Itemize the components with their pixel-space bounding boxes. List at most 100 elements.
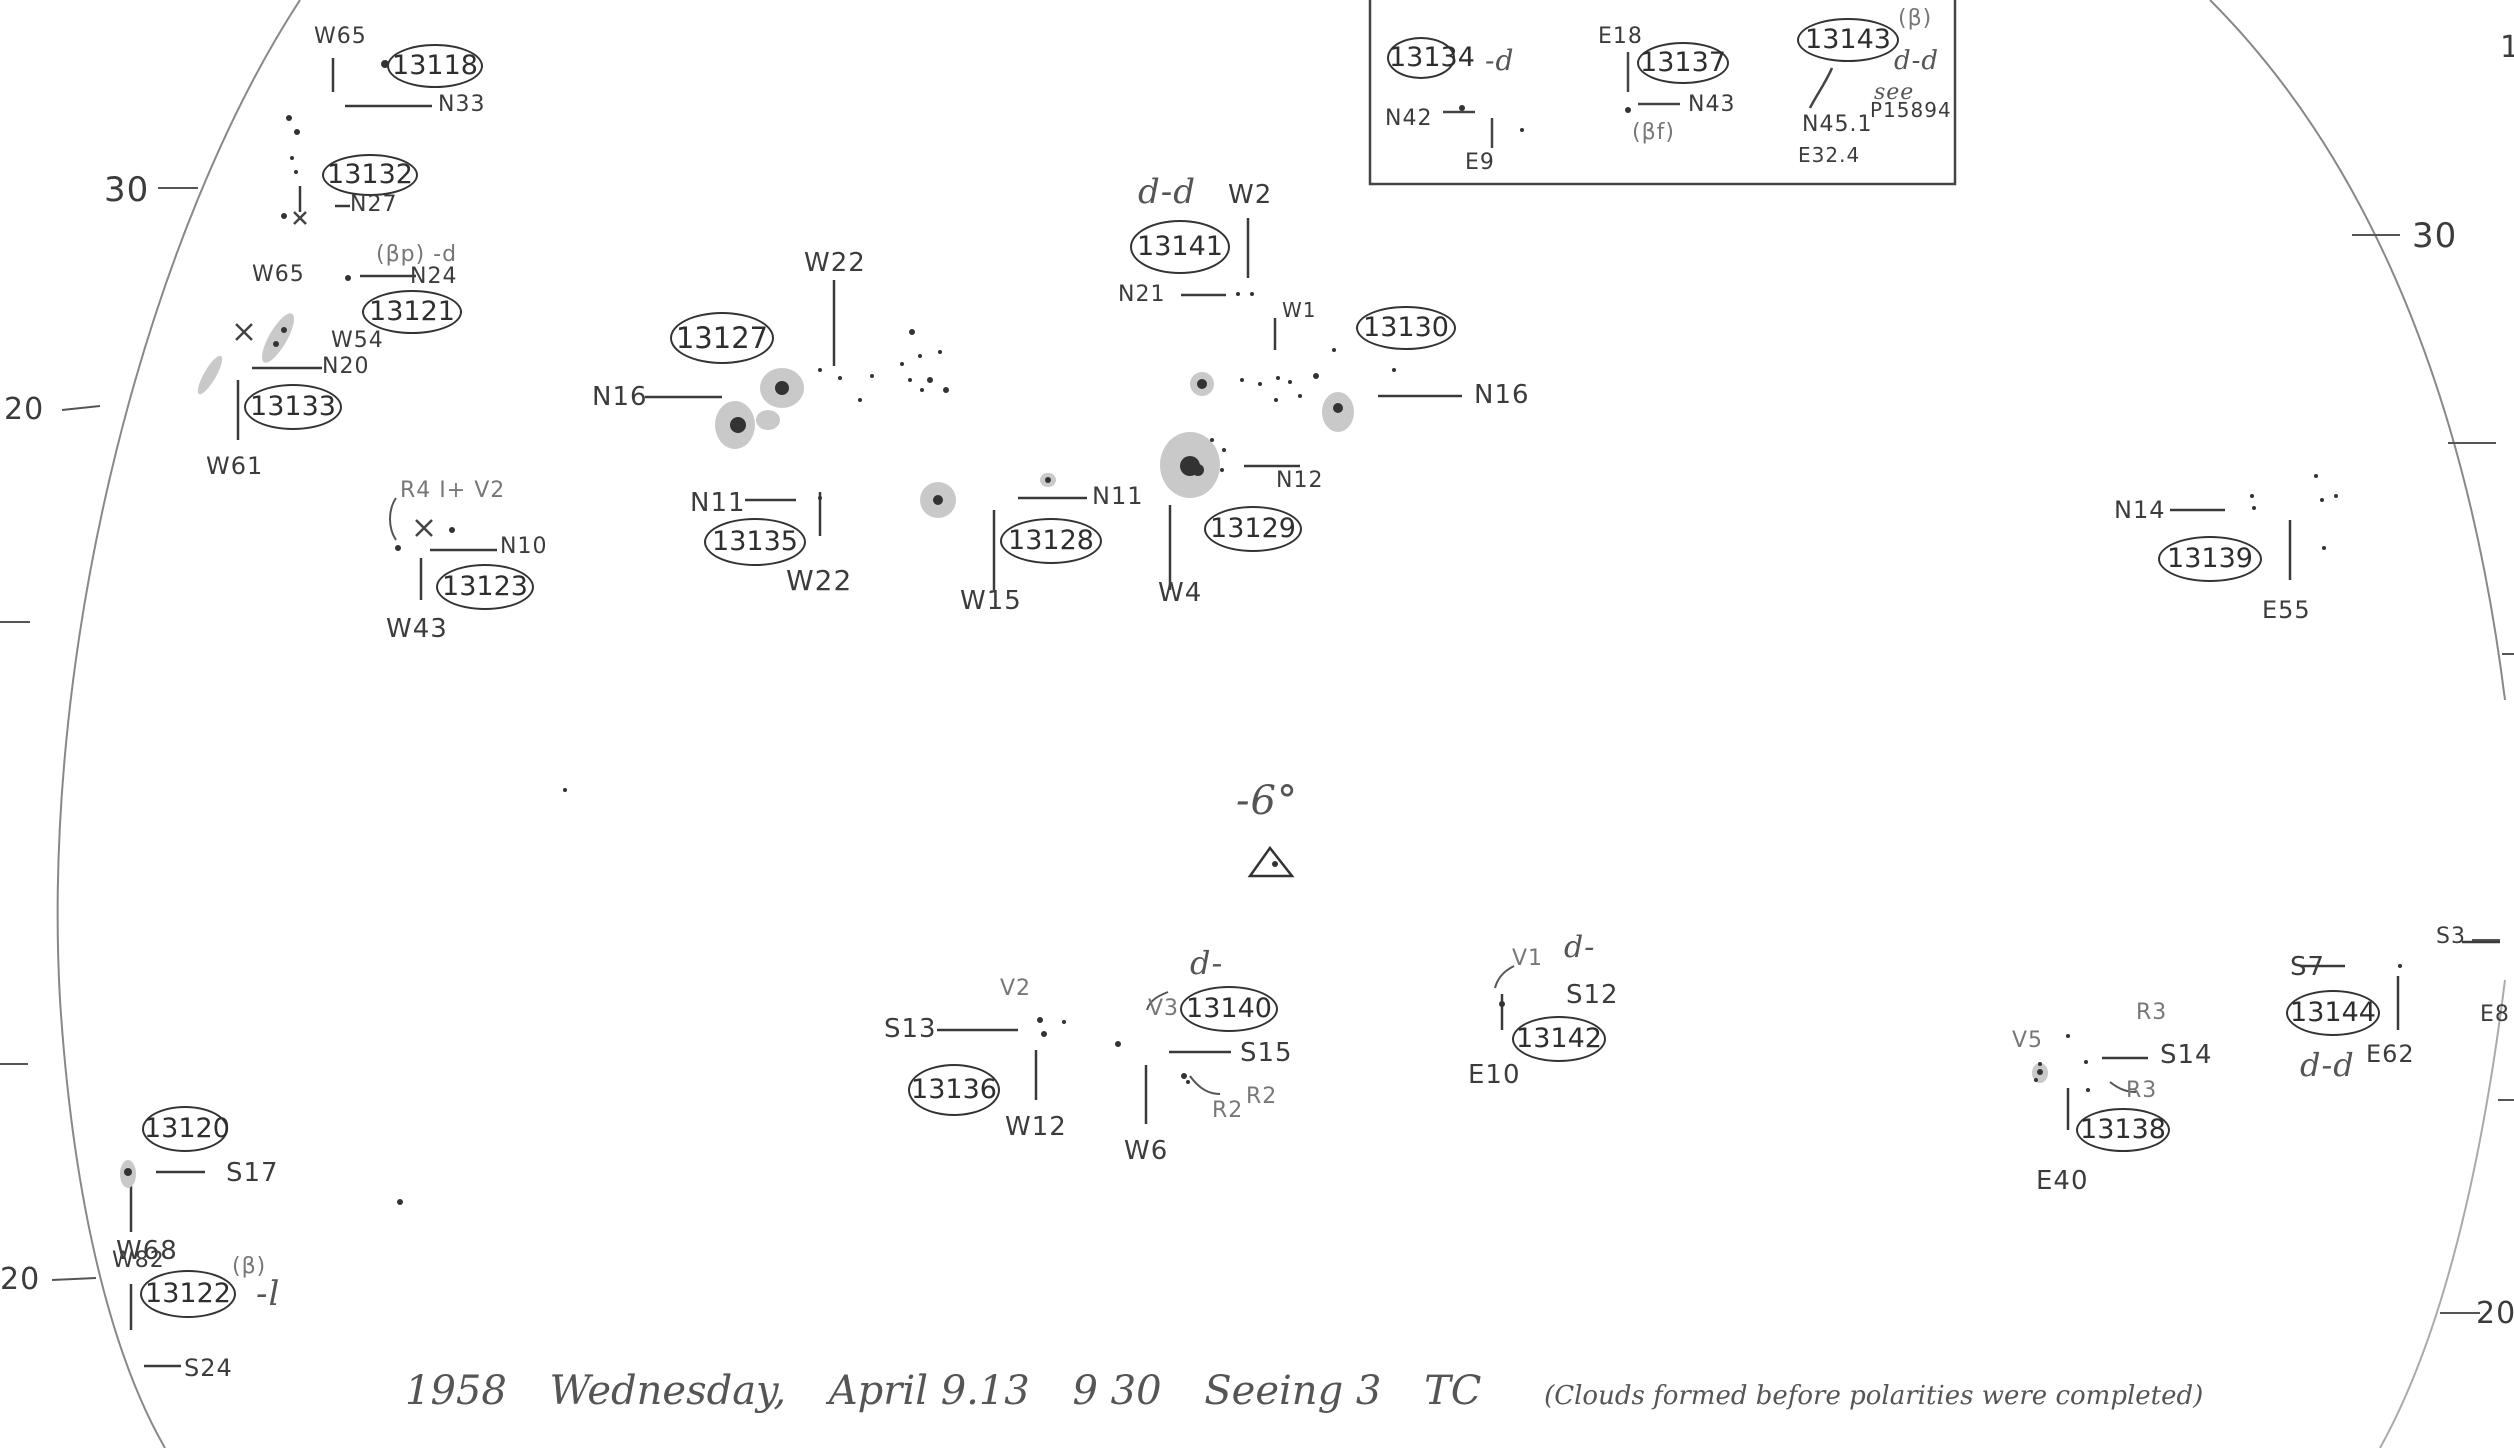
- coord-e32-4: E32.4: [1798, 143, 1861, 167]
- observation-footer: 1958 Wednesday, April 9.13 9 30 Seeing 3…: [405, 1368, 2233, 1414]
- scale-label-left-30: 30: [104, 170, 150, 210]
- class-note-13122: (β): [232, 1254, 267, 1279]
- footer-observer: TC: [1424, 1368, 1482, 1414]
- class-note-13143: (β): [1898, 6, 1933, 31]
- coord-n21: N21: [1118, 282, 1166, 307]
- coord-e55: E55: [2262, 596, 2311, 624]
- region-oval-13142: 13142: [1512, 1016, 1606, 1062]
- region-oval-13118: 13118: [387, 44, 483, 88]
- coord-w22-upper: W22: [804, 248, 866, 278]
- polarity-note-13134: -d: [1485, 44, 1515, 77]
- group-pointer-lines: [129, 58, 2500, 1368]
- right-scale-ticks: [2352, 234, 2514, 1314]
- region-oval-13129: 13129: [1204, 506, 1302, 552]
- region-oval-13121: 13121: [362, 290, 462, 334]
- coord-n43: N43: [1688, 92, 1736, 117]
- region-oval-13139: 13139: [2158, 536, 2262, 582]
- coord-s14: S14: [2160, 1040, 2213, 1070]
- coord-w82: W82: [112, 1248, 165, 1273]
- coord-n33: N33: [438, 92, 486, 117]
- coord-w6: W6: [1124, 1136, 1169, 1166]
- scale-label-right-1: 1: [2500, 30, 2514, 65]
- region-oval-13120: 13120: [142, 1106, 230, 1152]
- coord-n10: N10: [500, 534, 548, 559]
- footer-year: 1958: [405, 1368, 507, 1414]
- solar-limb-right: [2209, 0, 2506, 701]
- class-note-13137: (βf): [1632, 120, 1675, 145]
- region-oval-13130: 13130: [1356, 306, 1456, 350]
- see-note-13143: see: [1874, 80, 1915, 105]
- cross-marks: [235, 211, 433, 537]
- coord-e62: E62: [2366, 1040, 2415, 1068]
- region-oval-13127: 13127: [670, 312, 774, 364]
- footer-time: 9 30: [1072, 1368, 1162, 1414]
- coord-s7: S7: [2290, 952, 2326, 982]
- plate-reference: P15894: [1870, 98, 1952, 122]
- coord-e18: E18: [1598, 24, 1643, 49]
- annotation-hooks: [389, 497, 2137, 1095]
- mark-note-13142: V1: [1512, 946, 1544, 971]
- footer-date: April 9.13: [828, 1368, 1030, 1414]
- region-oval-13136: 13136: [908, 1064, 1000, 1116]
- coord-s12: S12: [1566, 980, 1619, 1010]
- center-latitude-label: -6°: [1236, 778, 1298, 824]
- coord-n11-left: N11: [690, 488, 746, 518]
- coord-w43: W43: [386, 614, 448, 644]
- polarity-note-13122: -l: [256, 1274, 281, 1314]
- coord-e10: E10: [1468, 1060, 1521, 1090]
- spot-mark-r2-b: R2: [1212, 1098, 1244, 1123]
- coord-n16-left: N16: [592, 382, 648, 412]
- coord-s15: S15: [1240, 1038, 1293, 1068]
- mark-note-13138: V5: [2012, 1028, 2044, 1053]
- scale-label-right-30: 30: [2412, 216, 2458, 256]
- coord-w12: W12: [1005, 1112, 1067, 1142]
- spot-mark-r2-a: R2: [1246, 1084, 1278, 1109]
- region-oval-13137: 13137: [1637, 42, 1729, 84]
- coord-n45-1: N45.1: [1802, 112, 1873, 137]
- solar-limb-right-lower: [2379, 979, 2506, 1448]
- coord-w15: W15: [960, 586, 1022, 616]
- region-oval-13133: 13133: [244, 384, 342, 430]
- coord-n14: N14: [2114, 496, 2166, 524]
- polarity-note-13143: d-d: [1894, 46, 1940, 76]
- penumbra-shadings: [120, 313, 2048, 1188]
- spot-mark-r3-b: R3: [2126, 1078, 2158, 1103]
- polarity-note-13140: d-: [1190, 944, 1224, 982]
- footer-note: (Clouds formed before polarities were co…: [1544, 1381, 2204, 1411]
- coord-n42: N42: [1385, 106, 1433, 131]
- scale-label-left-20-lower: 20: [0, 1262, 41, 1297]
- coord-n27: N27: [350, 192, 398, 217]
- coord-w68: W68: [116, 1236, 178, 1266]
- mark-note-13136: V2: [1000, 976, 1032, 1001]
- coord-n20: N20: [322, 354, 370, 379]
- inset-pointers: [1443, 52, 1834, 148]
- region-oval-13128: 13128: [1000, 518, 1102, 564]
- footer-weekday: Wednesday,: [549, 1368, 787, 1414]
- solar-limb-left: [56, 0, 301, 1448]
- coord-s13: S13: [884, 1014, 937, 1044]
- region-oval-13134: 13134: [1387, 37, 1475, 79]
- polarity-note-13144: d-d: [2300, 1046, 2355, 1084]
- polarity-note-13142: d-: [1564, 930, 1596, 965]
- coord-n12: N12: [1276, 468, 1324, 493]
- footer-seeing: Seeing 3: [1204, 1368, 1382, 1414]
- scale-label-right-s3: S3: [2436, 924, 2466, 949]
- scale-label-right-e8: E8: [2480, 1002, 2510, 1027]
- coord-n16-right: N16: [1474, 380, 1530, 410]
- coord-n11-right: N11: [1092, 482, 1144, 510]
- spot-mark-r3-a: R3: [2136, 1000, 2168, 1025]
- coord-e40: E40: [2036, 1166, 2089, 1196]
- coord-s17: S17: [226, 1158, 279, 1188]
- coord-w54: W54: [331, 328, 384, 353]
- coord-w1: W1: [1282, 298, 1317, 322]
- coord-w4: W4: [1158, 578, 1203, 608]
- coord-w65-lower: W65: [252, 262, 305, 287]
- class-note-13121: (βp) -d: [376, 242, 458, 267]
- coord-w22-lower: W22: [786, 564, 853, 597]
- coord-s24: S24: [184, 1354, 233, 1382]
- inset-box: [1368, 0, 1957, 186]
- coord-w2: W2: [1228, 180, 1273, 210]
- coord-w65-upper: W65: [314, 24, 367, 49]
